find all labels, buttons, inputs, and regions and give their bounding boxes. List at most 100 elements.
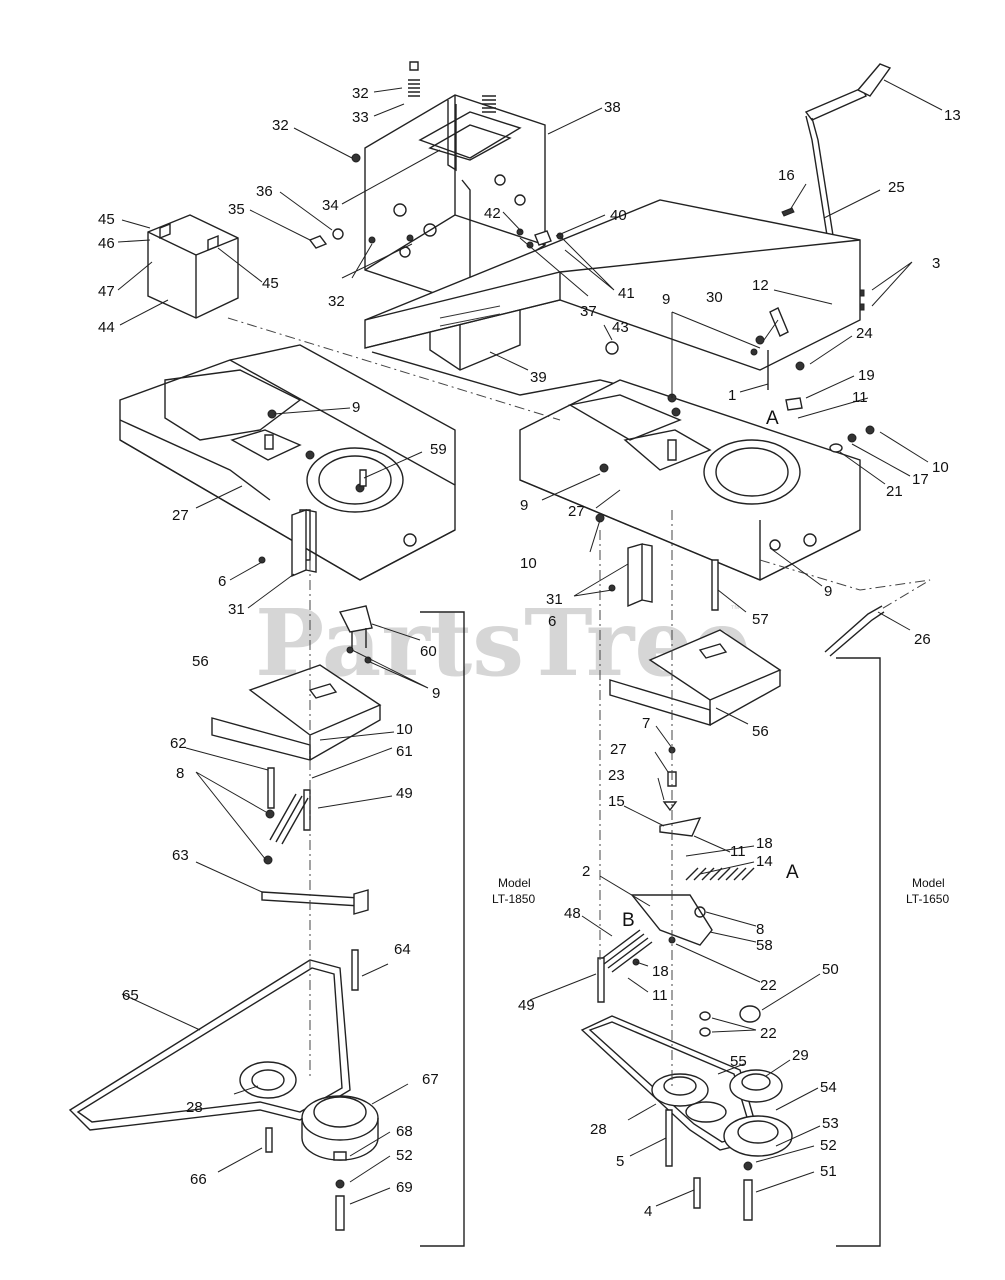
callout-B: B xyxy=(622,910,635,931)
callout-39: 39 xyxy=(530,369,547,386)
centerlines xyxy=(227,317,931,1090)
callout-3: 3 xyxy=(932,255,940,272)
callout-28: 28 xyxy=(590,1121,607,1138)
callout-57: 57 xyxy=(752,611,769,628)
callout-61: 61 xyxy=(396,743,413,760)
main-frame-side xyxy=(519,379,861,581)
callout-38: 38 xyxy=(604,99,621,116)
callout-34: 34 xyxy=(322,197,339,214)
callout-60: 60 xyxy=(420,643,437,660)
callout-33: 33 xyxy=(352,109,369,126)
link-rod xyxy=(824,605,885,657)
model-right-line2: LT-1650 xyxy=(906,892,949,906)
callout-11: 11 xyxy=(852,389,868,406)
spring-61 xyxy=(269,793,309,845)
frame-hardware xyxy=(264,307,875,493)
callout-27: 27 xyxy=(568,503,585,520)
callout-31: 31 xyxy=(546,591,563,608)
callout-12: 12 xyxy=(752,277,769,294)
callout-45: 45 xyxy=(262,275,279,292)
callout-24: 24 xyxy=(856,325,873,342)
callout-40: 40 xyxy=(610,207,627,224)
callout-65: 65 xyxy=(122,987,139,1004)
callout-27: 27 xyxy=(610,741,627,758)
callout-labels: 32 33 32 38 36 34 35 42 40 45 46 47 45 4… xyxy=(98,85,961,1220)
callout-56: 56 xyxy=(752,723,769,740)
callout-2: 2 xyxy=(582,863,590,880)
callout-51: 51 xyxy=(820,1163,837,1180)
callout-47: 47 xyxy=(98,283,115,300)
callout-52: 52 xyxy=(820,1137,837,1154)
callout-4: 4 xyxy=(644,1203,652,1220)
callout-52: 52 xyxy=(396,1147,413,1164)
callout-29: 29 xyxy=(792,1047,809,1064)
callout-49: 49 xyxy=(396,785,413,802)
callout-13: 13 xyxy=(944,107,961,124)
callout-9: 9 xyxy=(520,497,528,514)
callout-10: 10 xyxy=(396,721,413,738)
callout-36: 36 xyxy=(256,183,273,200)
callout-22: 22 xyxy=(760,1025,777,1042)
handle-grip xyxy=(856,63,892,97)
callout-32: 32 xyxy=(328,293,345,310)
callout-16: 16 xyxy=(778,167,795,184)
callout-46: 46 xyxy=(98,235,115,252)
callout-6: 6 xyxy=(218,573,226,590)
callout-31: 31 xyxy=(228,601,245,618)
main-frame-front xyxy=(119,344,456,581)
callout-9: 9 xyxy=(432,685,440,702)
callout-26: 26 xyxy=(914,631,931,648)
callout-22: 22 xyxy=(760,977,777,994)
callout-55: 55 xyxy=(730,1053,747,1070)
callout-58: 58 xyxy=(756,937,773,954)
callout-9: 9 xyxy=(352,399,360,416)
callout-42: 42 xyxy=(484,205,501,222)
callout-11: 11 xyxy=(652,987,668,1004)
callout-28: 28 xyxy=(186,1099,203,1116)
model-labels: Model LT-1850 Model LT-1650 xyxy=(492,876,949,906)
callout-18: 18 xyxy=(652,963,669,980)
callout-43: 43 xyxy=(612,319,629,336)
callout-25: 25 xyxy=(888,179,905,196)
callout-49: 49 xyxy=(518,997,535,1014)
callout-56: 56 xyxy=(192,653,209,670)
callout-59: 59 xyxy=(430,441,447,458)
callout-35: 35 xyxy=(228,201,245,218)
leader-lines xyxy=(117,79,943,1207)
watermark-tm: ™ xyxy=(730,604,740,615)
callout-48: 48 xyxy=(564,905,581,922)
callout-10: 10 xyxy=(932,459,949,476)
callout-62: 62 xyxy=(170,735,187,752)
callout-18: 18 xyxy=(756,835,773,852)
callout-27: 27 xyxy=(172,507,189,524)
callout-45: 45 xyxy=(98,211,115,228)
callout-14: 14 xyxy=(756,853,773,870)
callout-7: 7 xyxy=(642,715,650,732)
spring-parts xyxy=(351,61,496,163)
callout-53: 53 xyxy=(822,1115,839,1132)
callout-A: A xyxy=(766,408,779,429)
left-plate-assembly xyxy=(211,605,382,991)
callout-30: 30 xyxy=(706,289,723,306)
callout-67: 67 xyxy=(422,1071,439,1088)
callout-10: 10 xyxy=(520,555,537,572)
callout-32: 32 xyxy=(272,117,289,134)
callout-15: 15 xyxy=(608,793,625,810)
callout-54: 54 xyxy=(820,1079,837,1096)
callout-68: 68 xyxy=(396,1123,413,1140)
callout-41: 41 xyxy=(618,285,635,302)
callout-37: 37 xyxy=(580,303,597,320)
callout-9: 9 xyxy=(824,583,832,600)
bracket-15 xyxy=(659,817,702,837)
battery xyxy=(147,214,239,319)
callout-17: 17 xyxy=(912,471,929,488)
battery-bracket xyxy=(364,94,546,301)
callout-1: 1 xyxy=(728,387,736,404)
callout-63: 63 xyxy=(172,847,189,864)
model-right-line1: Model xyxy=(912,876,945,890)
model-left-line1: Model xyxy=(498,876,531,890)
callout-50: 50 xyxy=(822,961,839,978)
callout-66: 66 xyxy=(190,1171,207,1188)
callout-21: 21 xyxy=(886,483,903,500)
